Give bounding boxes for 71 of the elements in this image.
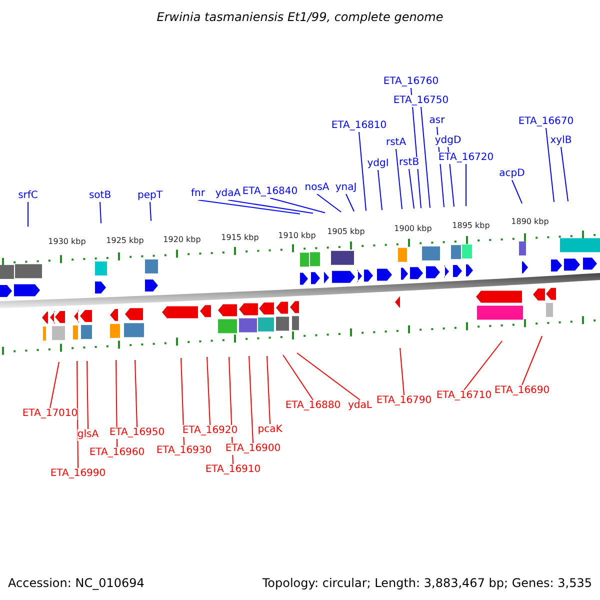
scale-label: 1900 kbp [394,224,432,234]
gene-label: ETA_16690 [494,385,550,397]
gene-label: ETA_16720 [438,152,494,164]
gene-label: ETA_16910 [205,464,261,476]
leader-line [134,360,138,428]
leader-line [150,202,152,222]
gene-label: ETA_16920 [182,425,238,437]
gene-label: ETA_16960 [89,447,145,459]
leader-line [50,362,60,408]
gene-label: ETA_16990 [50,468,106,480]
gene-label: ydgD [434,135,462,147]
scale-label: 1930 kbp [48,237,86,247]
leader-line [378,170,382,211]
leader-line [400,348,404,396]
leader-line [282,354,314,400]
gene-label: nosA [304,182,330,194]
leader-line [316,194,342,212]
gene-label: rstB [398,157,420,169]
scale-label: 1925 kbp [106,236,144,246]
leader-line [296,352,360,400]
gene-label: ETA_16950 [109,427,165,439]
gene-label: ydgI [367,158,389,170]
gene-label: ETA_16930 [156,445,212,457]
leader-line [180,358,184,446]
leader-line [198,200,300,214]
leader-line [408,168,414,210]
gene-label: ETA_16670 [518,116,574,128]
leader-line [206,356,210,426]
leader-line [100,202,102,224]
leader-line [358,132,366,212]
scale-label: 1895 kbp [452,221,490,231]
gene-label: ETA_16810 [331,120,387,132]
leader-line [86,360,88,430]
leader-line [76,360,78,468]
leader-line [522,336,542,386]
footer-text: Accession: NC_010694 [8,576,144,591]
leader-line [560,146,568,202]
gene-label: ETA_16880 [285,400,341,412]
gene-label: ETA_16760 [383,76,439,88]
scale-label: 1910 kbp [278,231,316,241]
gene-label: fnr [191,188,205,200]
gene-label: ETA_16710 [436,390,492,402]
leader-line [464,340,502,390]
leader-line [270,198,326,214]
leader-line [396,148,402,210]
gene-label: ydaA [215,188,241,200]
leader-line [248,356,254,444]
leader-line [420,106,430,208]
leader-line [346,194,354,212]
leader-line [512,180,522,204]
leader-line [266,356,270,424]
gene-label: ETA_16900 [225,443,281,455]
gene-label: ETA_16840 [242,186,298,198]
leader-line [116,360,118,448]
scale-label: 1920 kbp [163,235,201,245]
gene-label: ETA_16750 [393,95,449,107]
leader-line [228,200,314,214]
gene-label: ydaL [348,400,372,412]
gene-label: acpD [499,168,525,180]
scale-label: 1890 kbp [511,217,549,227]
footer-text: Topology: circular; Length: 3,883,467 bp; Genes: 3,535 [262,576,592,591]
gene-label: glsA [77,429,99,441]
scale-label: 1905 kbp [327,227,365,237]
gene-label: ETA_17010 [22,408,78,420]
gene-label: xylB [550,135,572,147]
gene-label: pcaK [258,424,282,436]
leader-line [546,128,554,202]
gene-label: ynaJ [335,182,357,194]
gene-label: pepT [138,190,162,202]
gene-label: ETA_16790 [376,395,432,407]
scale-label: 1915 kbp [221,233,259,243]
